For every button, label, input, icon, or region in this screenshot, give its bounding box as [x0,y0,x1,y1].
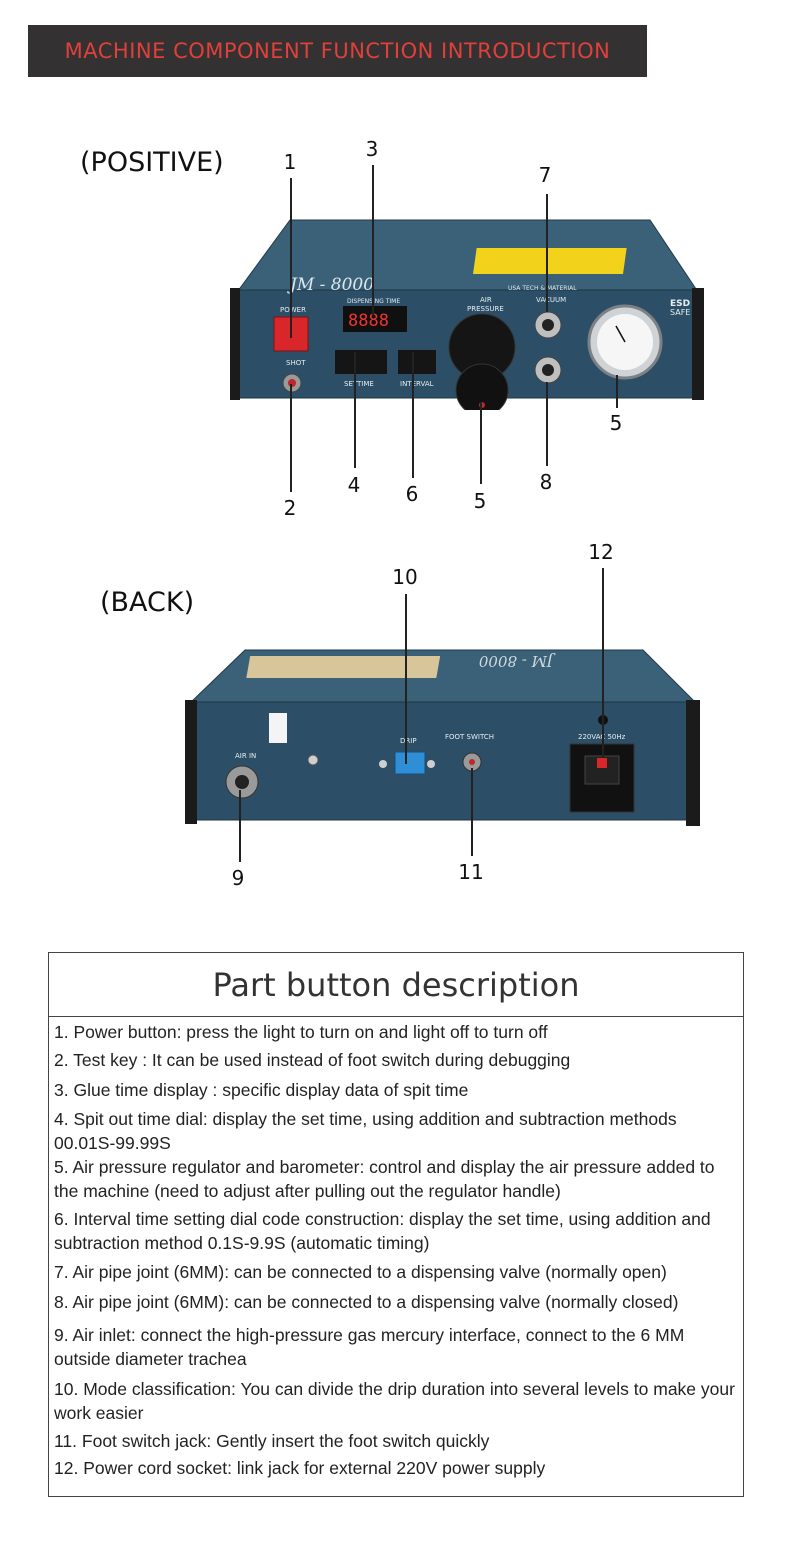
description-item-7: 7. Air pipe joint (6MM): can be connecte… [54,1262,667,1282]
svg-text:JM - 8000: JM - 8000 [478,652,556,670]
description-item-1: 1. Power button: press the light to turn… [54,1022,548,1042]
callout-12: 12 [588,540,614,564]
callout-6: 6 [405,482,419,506]
callout-6-leader [412,352,414,478]
front-air-label-1: AIR [480,296,492,304]
callout-4-leader [354,352,356,468]
front-esd-label-2: SAFE [670,308,690,317]
callout-1-leader [290,178,292,338]
description-item-11: 11. Foot switch jack: Gently insert the … [54,1431,490,1451]
description-item-9: 9. Air inlet: connect the high-pressure … [54,1325,685,1369]
back-view-label: (BACK) [100,587,195,618]
description-title: Part button description [49,953,743,1017]
front-device-illustration: JM - 8000 USA TECH & MATERIAL POWER SHOT… [230,219,704,410]
front-shot-label: SHOT [286,359,306,367]
callout-10: 10 [392,565,418,589]
description-item-2: 2. Test key : It can be used instead of … [54,1050,571,1070]
callout-8-leader [546,382,548,466]
callout-5-gauge-leader [616,375,618,408]
front-air-label-2: PRESSURE [467,305,504,313]
front-vacuum-label: VACUUM [536,296,566,304]
callout-9-leader [239,790,241,862]
front-power-label: POWER [280,306,306,314]
callout-10-leader [405,594,407,764]
callout-1: 1 [283,150,297,174]
callout-2-leader [290,384,292,492]
part-description-box: Part button description 1. Power button:… [48,952,744,1497]
callout-12-leader [602,568,604,758]
description-item-6: 6. Interval time setting dial code const… [54,1209,711,1253]
callout-2: 2 [283,496,297,520]
description-item-8: 8. Air pipe joint (6MM): can be connecte… [54,1292,679,1312]
description-item-3: 3. Glue time display : specific display … [54,1080,469,1100]
settime-dial[interactable] [335,350,387,374]
back-voltage-label: 220VAC 50Hz [578,733,626,741]
pressure-regulator-knob[interactable] [455,363,509,410]
callout-3: 3 [365,137,379,161]
back-foot-switch-label: FOOT SWITCH [445,733,494,741]
callout-5-front: 5 [473,489,487,513]
description-item-12: 12. Power cord socket: link jack for ext… [54,1458,546,1478]
back-drip-label: DRIP [400,737,417,745]
callout-9: 9 [231,866,245,890]
section-banner: MACHINE COMPONENT FUNCTION INTRODUCTION [28,25,647,77]
drip-switch[interactable] [394,751,426,775]
callout-4: 4 [347,473,361,497]
front-brand-text: USA TECH & MATERIAL [508,285,577,292]
callout-7-leader [546,194,548,312]
description-item-5: 5. Air pressure regulator and barometer:… [54,1157,715,1201]
front-view-label: (POSITIVE) [80,147,224,178]
back-device-illustration: JM - 8000 AIR IN DRIP FOOT SWITCH 220VAC… [185,649,700,826]
callout-8: 8 [539,470,553,494]
callout-3-leader [372,165,374,315]
front-model-text: JM - 8000 [287,275,374,295]
description-item-10: 10. Mode classification: You can divide … [54,1379,735,1423]
callout-5-front-leader [480,402,482,484]
svg-text:8888: 8888 [348,311,389,331]
banner-title: MACHINE COMPONENT FUNCTION INTRODUCTION [64,39,611,63]
callout-11-leader [471,768,473,856]
front-interval-label: INTERVAL [400,380,434,388]
time-display [343,306,407,332]
callout-7: 7 [538,163,552,187]
interval-dial[interactable] [398,350,436,374]
front-settime-label: SETTIME [344,380,374,388]
description-item-4: 4. Spit out time dial: display the set t… [54,1109,677,1153]
back-air-in-label: AIR IN [235,752,256,760]
front-esd-label-1: ESD [670,299,690,309]
callout-11: 11 [458,860,484,884]
callout-5-gauge: 5 [609,411,623,435]
